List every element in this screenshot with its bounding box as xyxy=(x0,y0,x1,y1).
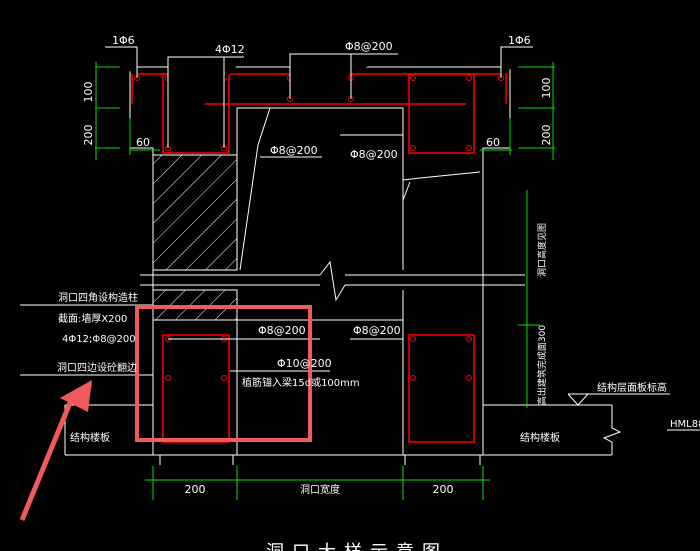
label-dim-bottom-left: 200 xyxy=(185,483,206,496)
label-lower-stirrup-left: Φ8@200 xyxy=(258,324,306,337)
label-slab-elevation: 结构层面板标高 xyxy=(597,381,667,394)
label-slab-bars: Φ8@200 xyxy=(345,40,393,53)
label-dim-bottom-right: 200 xyxy=(433,483,454,496)
label-dim-200-left: 200 xyxy=(82,125,95,146)
label-curb-height: 高出建筑完成面300 xyxy=(536,325,548,405)
label-column-section: 截面:墙厚X200 xyxy=(58,312,127,325)
label-elev-tag: HML88 xyxy=(670,419,700,430)
label-column-bars: 4Φ12;Φ8@200 xyxy=(62,334,136,345)
label-anchor-bars: Φ10@200 xyxy=(277,357,332,370)
dimension-lines xyxy=(95,62,555,500)
leader-lines xyxy=(20,46,700,431)
label-dim-60-left: 60 xyxy=(136,136,150,149)
label-opening-height: 洞口高度见图 xyxy=(536,223,548,277)
column-hatch-upper xyxy=(152,154,238,271)
label-anchor-note: 植筋锚入梁15d或100mm xyxy=(242,376,360,389)
highlight-box xyxy=(135,305,312,442)
label-dim-200-right: 200 xyxy=(540,125,553,146)
label-stirrup-left: Φ8@200 xyxy=(270,144,318,157)
label-lower-stirrup-right: Φ8@200 xyxy=(353,324,401,337)
arrow-annotation xyxy=(19,380,92,521)
label-dim-bottom-mid: 洞口宽度 xyxy=(300,483,340,496)
label-dim-60-right: 60 xyxy=(486,136,500,149)
label-edge-note: 洞口四边设砼翻边 xyxy=(57,361,137,374)
label-slab-right: 结构楼板 xyxy=(520,431,560,444)
label-top-left-bar: 1Φ6 xyxy=(112,34,135,47)
label-slab-left: 结构楼板 xyxy=(70,431,110,444)
drawing-title: 洞口大样示意图 xyxy=(266,542,448,551)
label-corner-column: 洞口四角设构造柱 xyxy=(58,291,138,304)
label-dim-100-left: 100 xyxy=(82,82,95,103)
label-dim-100-right: 100 xyxy=(540,78,553,99)
label-beam-bars: 4Φ12 xyxy=(215,43,245,56)
label-top-right-bar: 1Φ6 xyxy=(508,34,531,47)
label-stirrup-right: Φ8@200 xyxy=(350,148,398,161)
